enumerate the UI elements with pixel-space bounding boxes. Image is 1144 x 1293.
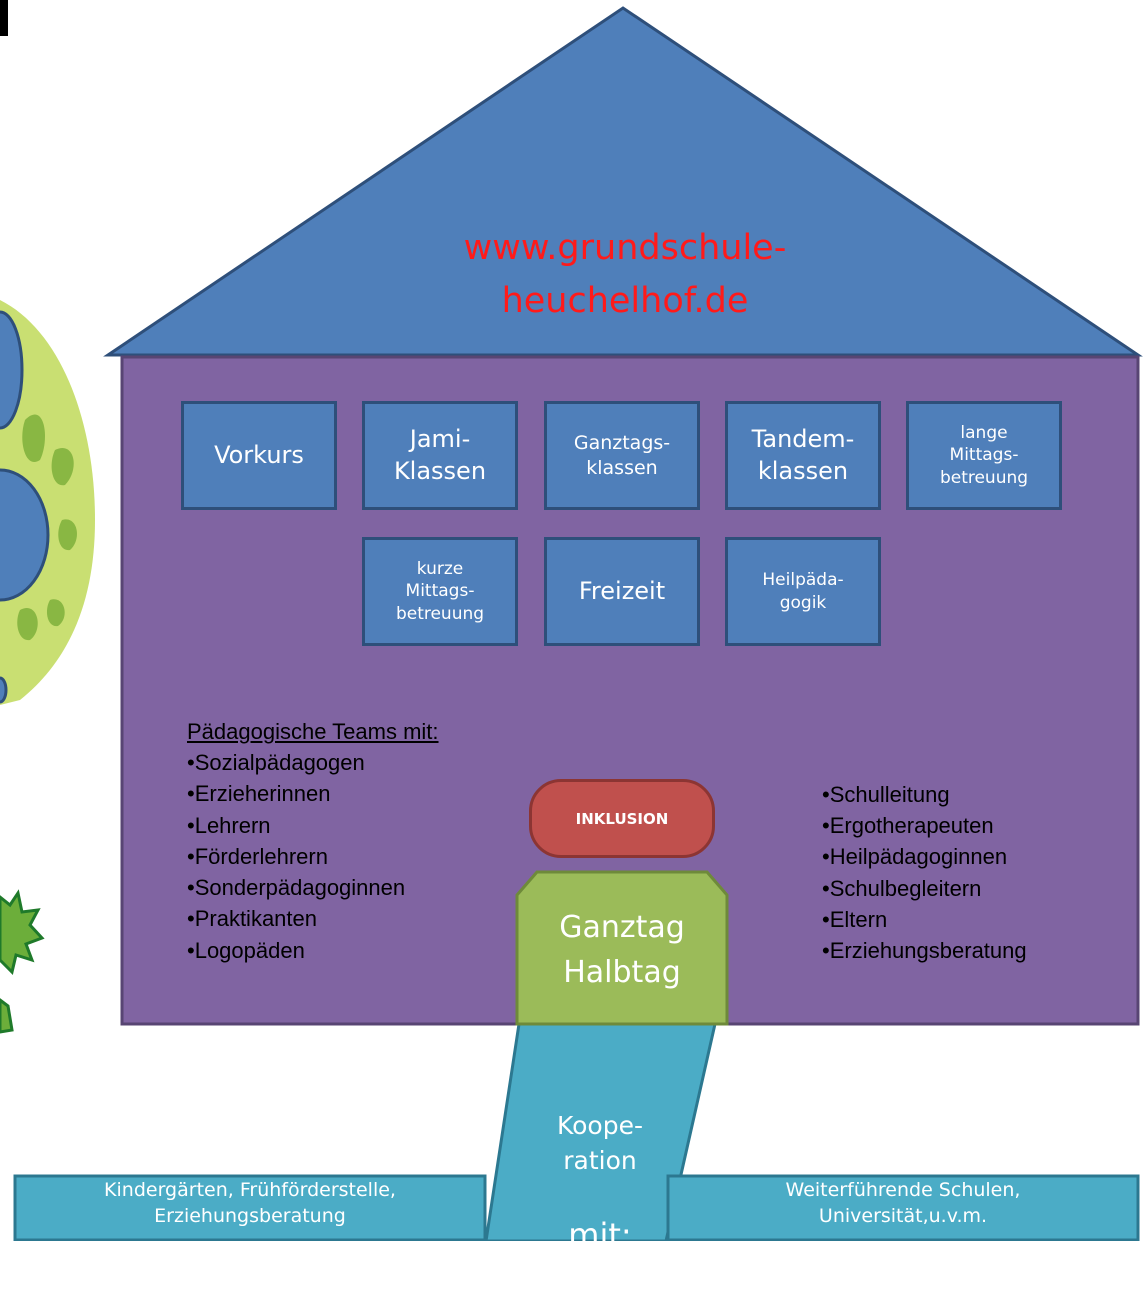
coop-left-box <box>13 1174 487 1241</box>
left-ellipse <box>0 676 8 704</box>
list-item: •Praktikanten <box>187 906 317 932</box>
kooperation-label: Koope- ration mit: <box>530 1073 670 1293</box>
website-url: www.grundschule- heuchelhof.de <box>463 228 787 321</box>
teams-list-left: Pädagogische Teams mit: •Sozialpädagogen… <box>187 716 439 966</box>
box-vorkurs: Vorkurs <box>181 401 337 510</box>
coop-left-text: Kindergärten, Frühförderstelle, Erziehun… <box>104 1179 396 1227</box>
list-item: •Logopäden <box>187 937 305 963</box>
list-item: •Lehrern <box>187 812 271 838</box>
left-ellipse <box>0 310 24 430</box>
kooperation-text: Koope- ration <box>556 1111 643 1175</box>
coop-right-box <box>666 1174 1140 1241</box>
teams-heading: Pädagogische Teams mit: <box>187 719 439 744</box>
inklusion-badge: INKLUSION <box>529 779 715 858</box>
box-freizeit: Freizeit <box>544 537 700 646</box>
box-heilpaedagogik: Heilpäda- gogik <box>725 537 881 646</box>
list-item: •Eltern <box>822 906 888 932</box>
list-item: •Sonderpädagoginnen <box>187 875 406 901</box>
list-item: •Förderlehrern <box>187 843 328 869</box>
list-item: •Sozialpädagogen <box>187 750 365 776</box>
list-item: •Ergotherapeuten <box>822 813 994 839</box>
list-item: •Erziehungsberatung <box>822 938 1027 964</box>
ganztag-halbtag-label: Ganztag Halbtag <box>559 910 685 990</box>
box-lange-mittagsbetreuung: lange Mittags- betreuung <box>906 401 1062 510</box>
box-kurze-mittagsbetreuung: kurze Mittags- betreuung <box>362 537 518 646</box>
coop-right-text: Weiterführende Schulen, Universität,u.v.… <box>785 1179 1021 1227</box>
list-item: •Schulbegleitern <box>822 875 982 901</box>
list-item: •Schulleitung <box>822 782 950 807</box>
box-ganztagsklassen: Ganztags- klassen <box>544 401 700 510</box>
house-roof <box>103 6 1143 357</box>
tree-crown <box>0 300 95 705</box>
edge-fragment <box>0 0 8 36</box>
box-tandemklassen: Tandem- klassen <box>725 401 881 510</box>
flower-icon <box>0 889 45 1034</box>
list-item: •Heilpädagoginnen <box>822 844 1008 870</box>
kooperation-mit: mit: <box>568 1216 632 1254</box>
ganztag-block <box>515 870 729 1026</box>
list-item: •Erzieherinnen <box>187 781 331 807</box>
leaf-decoration <box>17 414 77 641</box>
teams-list-right: •Schulleitung •Ergotherapeuten •Heilpäda… <box>822 779 1027 966</box>
box-jami-klassen: Jami- Klassen <box>362 401 518 510</box>
left-ellipse <box>0 468 50 602</box>
